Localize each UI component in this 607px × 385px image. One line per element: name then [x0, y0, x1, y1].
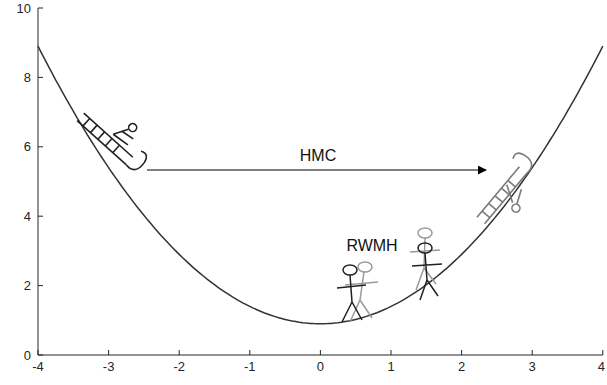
axis-line	[602, 350, 603, 355]
axis-line	[249, 350, 250, 355]
axis-line	[38, 350, 39, 355]
walker-1	[337, 265, 366, 322]
sled-right	[468, 150, 548, 235]
axis-line	[38, 77, 43, 78]
potential-curve	[38, 46, 603, 324]
tick-label: -3	[103, 360, 115, 373]
axis-line	[179, 350, 180, 355]
axes	[38, 8, 603, 355]
axis-line	[38, 146, 43, 147]
tick-label: 4	[598, 360, 605, 373]
tick-label: 3	[529, 360, 536, 373]
sled-left	[77, 94, 159, 173]
axis-line	[38, 8, 39, 355]
axis-line	[391, 350, 392, 355]
hmc-arrow	[147, 170, 486, 171]
axis-line	[108, 350, 109, 355]
tick-label: 6	[24, 140, 31, 153]
tick-label: 2	[458, 360, 465, 373]
tick-label: 2	[24, 279, 31, 292]
tick-label: 4	[24, 210, 31, 223]
tick-label: 1	[387, 360, 394, 373]
tick-label: 0	[317, 360, 324, 373]
tick-label: -4	[32, 360, 44, 373]
tick-label: 10	[17, 2, 31, 15]
axis-line	[532, 350, 533, 355]
axis-line	[320, 350, 321, 355]
tick-label: 8	[24, 71, 31, 84]
axis-line	[38, 355, 43, 356]
axis-line	[38, 8, 43, 9]
walker-ghost-1	[345, 262, 378, 322]
tick-label: 0	[24, 349, 31, 362]
axis-line	[461, 350, 462, 355]
tick-label: -1	[244, 360, 256, 373]
walker-2	[412, 243, 442, 300]
axis-line	[38, 285, 43, 286]
method-label: HMC	[298, 148, 338, 164]
method-label: RWMH	[344, 238, 399, 254]
axis-line	[38, 216, 43, 217]
tick-label: -2	[173, 360, 185, 373]
